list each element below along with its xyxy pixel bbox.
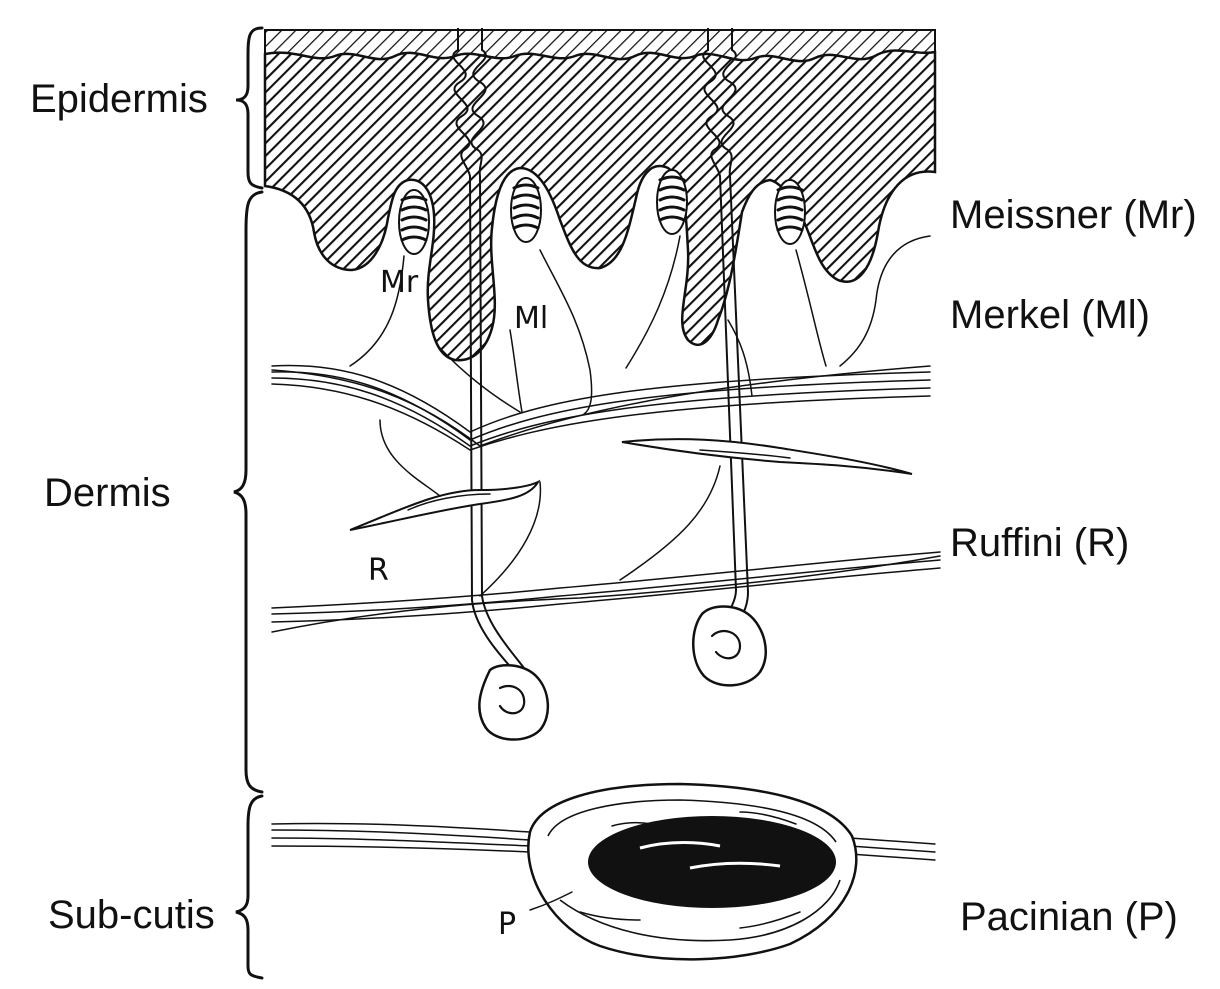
- meissner-corpuscle: [656, 169, 688, 235]
- meissner-corpuscles: [398, 169, 806, 255]
- pacinian-corpuscle: [527, 782, 858, 961]
- nerve-fibers: [349, 235, 931, 597]
- inline-label-r: R: [368, 553, 389, 588]
- sweat-duct-left: [452, 28, 525, 673]
- meissner-corpuscle: [774, 179, 806, 245]
- fiber-bands: [271, 364, 941, 861]
- receptor-label-ruffini: Ruffini (R): [950, 521, 1129, 565]
- receptor-label-meissner: Meissner (Mr): [950, 193, 1197, 237]
- inline-label-ml: Ml: [514, 301, 548, 336]
- layer-braces: [233, 26, 264, 980]
- p-pointer: [529, 891, 573, 911]
- layer-label-epidermis: Epidermis: [30, 77, 208, 121]
- layer-label-dermis: Dermis: [44, 471, 171, 515]
- receptor-label-merkel: Merkel (Ml): [950, 293, 1150, 337]
- inline-label-p: P: [498, 907, 516, 942]
- bulb-endings: [478, 605, 768, 741]
- ruffini-endings: [349, 438, 913, 531]
- layer-label-subcutis: Sub-cutis: [48, 893, 215, 937]
- meissner-corpuscle: [398, 189, 430, 255]
- inline-label-mr: Mr: [380, 265, 419, 300]
- sweat-ducts: [452, 28, 750, 673]
- pacinian-core: [588, 816, 836, 908]
- receptor-label-pacinian: Pacinian (P): [960, 895, 1178, 939]
- sweat-duct-right: [702, 28, 750, 621]
- meissner-corpuscle: [510, 177, 542, 243]
- epidermis-region: [263, 49, 937, 362]
